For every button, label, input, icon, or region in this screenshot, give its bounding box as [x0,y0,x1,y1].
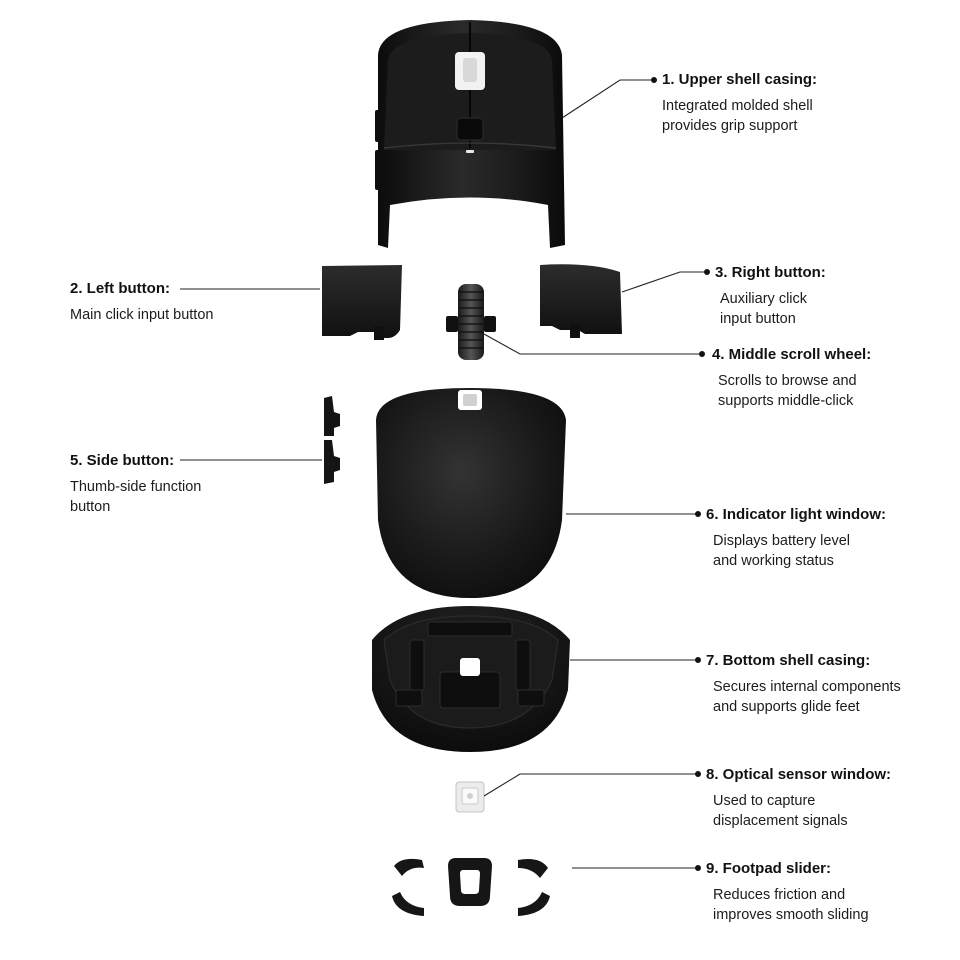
sensor-window-part [455,781,485,813]
callout-desc-line: Auxiliary click [720,290,808,307]
callout-upper-shell: 1. Upper shell casing: Integrated molded… [662,70,817,137]
callout-desc-line: Scrolls to browse and [718,372,857,389]
callout-desc-line: Main click input button [70,306,214,323]
callout-desc-line: Secures internal components [713,678,901,695]
side-button-part [324,396,340,484]
callout-title: 9. Footpad slider: [706,860,832,877]
callout-desc-line: Reduces friction and [713,886,846,903]
callout-desc-line: provides grip support [662,118,798,134]
callout-desc-line: Integrated molded shell [662,97,813,114]
callout-bottom-shell: 7. Bottom shell casing: Secures internal… [706,651,901,718]
callout-title: 1. Upper shell casing: [662,71,818,88]
callout-footpad-slider: 9. Footpad slider: Reduces friction and … [706,859,869,926]
callout-desc-line: supports middle-click [718,393,854,409]
upper-shell-casing [375,20,565,248]
callout-title: 5. Side button: [70,452,175,469]
callout-right-button: 3. Right button: Auxiliary click input b… [715,263,826,330]
callout-desc-line: and supports glide feet [713,699,860,715]
leader-lines [180,77,710,871]
callout-title: 7. Bottom shell casing: [706,652,871,669]
callout-indicator-window: 6. Indicator light window: Displays batt… [706,505,886,572]
footpad-slider-part [392,858,550,916]
bottom-shell-part [372,606,570,752]
left-button-part [322,265,402,340]
callout-desc-line: improves smooth sliding [713,907,869,923]
callout-title: 4. Middle scroll wheel: [712,346,872,363]
callout-desc-line: Used to capture [713,792,816,809]
scroll-wheel-part [446,284,496,360]
callout-left-button: 2. Left button: Main click input button [70,279,213,325]
callout-desc-line: button [70,499,111,515]
callout-desc-line: Displays battery level [713,532,850,549]
callout-side-button: 5. Side button: Thumb-side function butt… [70,451,201,518]
callout-desc-line: input button [720,311,796,327]
callout-desc-line: Thumb-side function [70,478,202,495]
callout-desc-line: displacement signals [713,813,848,829]
callout-sensor-window: 8. Optical sensor window: Used to captur… [706,765,891,832]
callout-desc-line: and working status [713,553,834,569]
main-dome-part [376,388,566,598]
right-button-part [540,264,622,338]
callout-title: 6. Indicator light window: [706,506,886,523]
callout-title: 2. Left button: [70,280,170,297]
callout-scroll-wheel: 4. Middle scroll wheel: Scrolls to brows… [712,345,871,412]
callout-title: 3. Right button: [715,264,826,281]
callout-title: 8. Optical sensor window: [706,766,892,783]
